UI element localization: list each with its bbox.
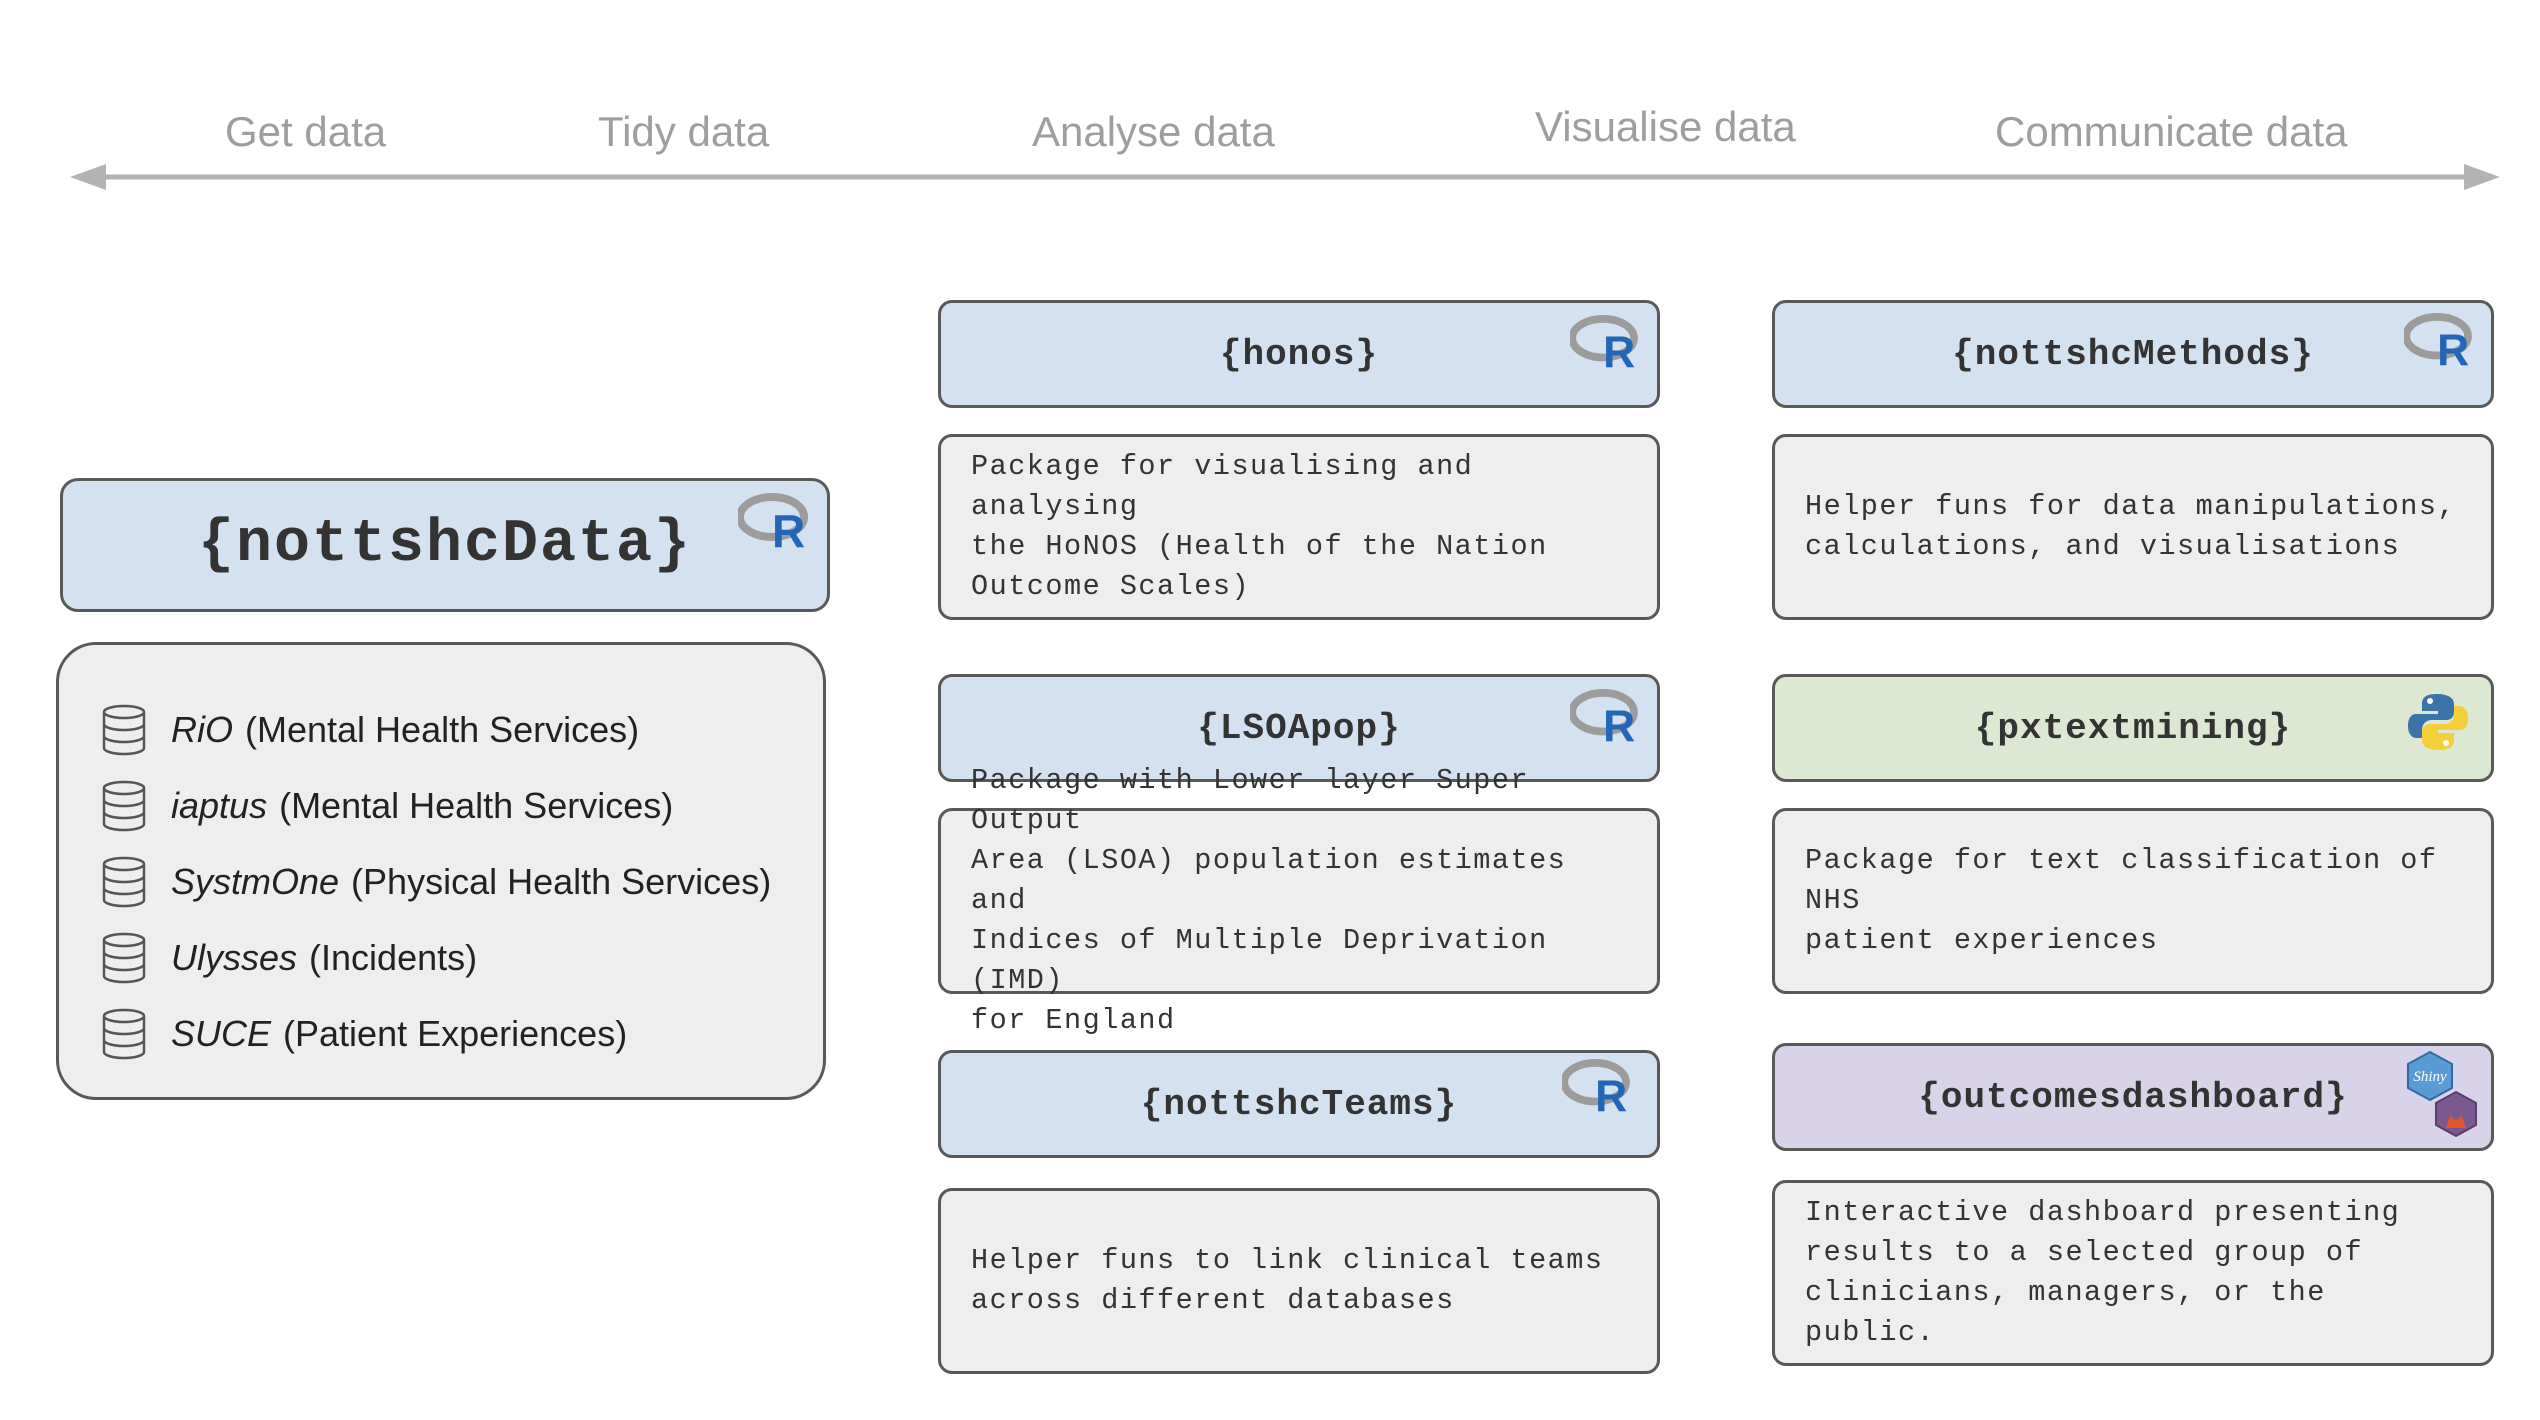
description-line: clinicians, managers, or the public. xyxy=(1805,1276,2345,1349)
svg-text:R: R xyxy=(772,505,805,551)
description-line: Outcome Scales) xyxy=(971,570,1251,603)
package-header-nottshcdata: {nottshcData} xyxy=(60,478,830,612)
package-name: {LSOApop} xyxy=(1197,707,1401,749)
list-item: RiO (Mental Health Services) xyxy=(99,700,639,760)
svg-text:R: R xyxy=(1603,702,1635,745)
r-logo-icon: R xyxy=(738,493,808,551)
stage-label-analyse-data: Analyse data xyxy=(1032,108,1275,155)
shiny-golem-logo-icon: Shiny xyxy=(2407,1050,2477,1138)
description-line: Helper funs to link clinical teams xyxy=(971,1244,1604,1277)
package-header-pxtextmining: {pxtextmining} xyxy=(1772,674,2494,782)
svg-text:Shiny: Shiny xyxy=(2413,1069,2447,1085)
r-logo-icon: R xyxy=(2404,313,2472,369)
source-detail: (Mental Health Services) xyxy=(245,709,640,750)
description-line: Package for visualising and analysing xyxy=(971,450,1492,523)
package-description-honos: Package for visualising and analysing th… xyxy=(938,434,1660,620)
description-line: Package for text classification of NHS xyxy=(1805,844,2457,917)
description-line: Area (LSOA) population estimates and xyxy=(971,844,1585,917)
description-line: for England xyxy=(971,1004,1176,1037)
package-name: {nottshcTeams} xyxy=(1140,1083,1458,1125)
stage-label-tidy-data: Tidy data xyxy=(598,108,770,155)
svg-text:R: R xyxy=(1595,1072,1627,1115)
source-name: RiO xyxy=(171,709,233,750)
source-detail: (Patient Experiences) xyxy=(283,1013,628,1054)
stage-label-communicate-data: Communicate data xyxy=(1995,108,2348,155)
database-icon xyxy=(102,704,146,756)
package-description-nottshcmethods: Helper funs for data manipulations, calc… xyxy=(1772,434,2494,620)
source-detail: (Mental Health Services) xyxy=(279,785,674,826)
r-logo-icon: R xyxy=(1562,1059,1630,1115)
description-line: Package with Lower layer Super Output xyxy=(971,764,1548,837)
python-logo-icon xyxy=(2408,694,2468,750)
source-detail: (Incidents) xyxy=(309,937,478,978)
database-icon xyxy=(102,932,146,984)
list-item: SUCE (Patient Experiences) xyxy=(99,1004,627,1064)
description-line: the HoNOS (Health of the Nation xyxy=(971,530,1548,563)
package-header-nottshcteams: {nottshcTeams} xyxy=(938,1050,1660,1158)
description-line: Interactive dashboard presenting xyxy=(1805,1196,2401,1229)
package-description-outcomesdashboard: Interactive dashboard presenting results… xyxy=(1772,1180,2494,1366)
svg-text:R: R xyxy=(2437,326,2469,369)
package-name: {honos} xyxy=(1219,333,1379,375)
source-name: Ulysses xyxy=(171,937,298,978)
package-header-outcomesdashboard: {outcomesdashboard} xyxy=(1772,1043,2494,1151)
description-line: Indices of Multiple Deprivation (IMD) xyxy=(971,924,1567,997)
package-name: {nottshcMethods} xyxy=(1952,333,2314,375)
description-line: calculations, and visualisations xyxy=(1805,530,2401,563)
description-line: results to a selected group of xyxy=(1805,1236,2364,1269)
package-name: {nottshcData} xyxy=(197,511,693,579)
svg-text:R: R xyxy=(1603,328,1635,371)
source-name: SystmOne xyxy=(171,861,340,902)
stage-label-get-data: Get data xyxy=(225,108,387,155)
stage-label-visualise-data: Visualise data xyxy=(1535,103,1796,150)
package-description-nottshcteams: Helper funs to link clinical teams acros… xyxy=(938,1188,1660,1374)
package-header-lsoapop: {LSOApop} xyxy=(938,674,1660,782)
database-icon xyxy=(102,1008,146,1060)
list-item: iaptus (Mental Health Services) xyxy=(99,776,673,836)
data-sources-panel: RiO (Mental Health Services) iaptus (Men… xyxy=(56,642,826,1100)
description-line: patient experiences xyxy=(1805,924,2159,957)
package-description-lsoapop: Package with Lower layer Super Output Ar… xyxy=(938,764,1660,1037)
r-logo-icon: R xyxy=(1570,315,1638,371)
list-item: Ulysses (Incidents) xyxy=(99,928,477,988)
package-name: {outcomesdashboard} xyxy=(1918,1076,2348,1118)
list-item: SystmOne (Physical Health Services) xyxy=(99,852,771,912)
database-icon xyxy=(102,780,146,832)
workflow-arrow xyxy=(70,164,2500,190)
source-name: SUCE xyxy=(171,1013,272,1054)
database-icon xyxy=(102,856,146,908)
package-header-honos: {honos} xyxy=(938,300,1660,408)
description-line: Helper funs for data manipulations, xyxy=(1805,490,2457,523)
source-detail: (Physical Health Services) xyxy=(351,861,772,902)
package-name: {pxtextmining} xyxy=(1974,707,2292,749)
source-name: iaptus xyxy=(171,785,268,826)
package-header-nottshcmethods: {nottshcMethods} xyxy=(1772,300,2494,408)
r-logo-icon: R xyxy=(1570,689,1638,745)
description-line: across different databases xyxy=(971,1284,1455,1317)
package-description-pxtextmining: Package for text classification of NHS p… xyxy=(1772,808,2494,994)
